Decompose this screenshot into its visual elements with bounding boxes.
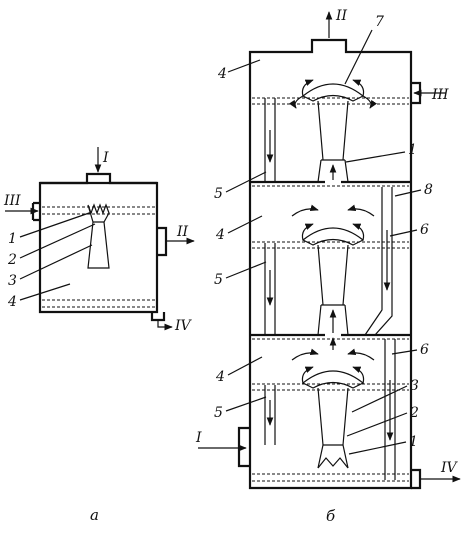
column-stream-right-top: III [431, 87, 449, 103]
contact-stage-bottom [291, 337, 375, 469]
column-label-6-bottom: 6 [420, 342, 429, 358]
column-stream-left-bottom: I [195, 430, 202, 446]
small-label-1: 1 [8, 231, 17, 247]
contact-stage-middle [291, 204, 375, 336]
column-label-6-top: 6 [420, 222, 429, 238]
small-crown-icon [87, 203, 110, 223]
small-apparatus [5, 147, 195, 331]
tray-1 [250, 180, 411, 187]
column-left-labels: 4 5 4 5 4 5 [214, 59, 267, 421]
small-label-4: 4 [7, 294, 17, 310]
column-label-1-bottom: 1 [409, 434, 418, 450]
caption-a: a [90, 506, 99, 524]
small-stream-right: II [176, 224, 189, 240]
small-stream-labels: I III II IV [3, 150, 193, 334]
column-label-8: 8 [424, 182, 433, 198]
small-stream-bottom: IV [174, 318, 193, 334]
small-label-3: 3 [8, 273, 17, 289]
tray-2 [250, 333, 411, 340]
contact-stage-top [289, 79, 377, 183]
small-stream-left: III [3, 193, 21, 209]
column-label-1-top: 1 [408, 142, 417, 158]
column-label-5-middle: 5 [214, 272, 223, 288]
caption-b: б [326, 507, 336, 525]
small-part-labels: 1 2 3 4 [7, 211, 96, 310]
column-label-7: 7 [375, 14, 384, 30]
column-stream-right-bottom: IV [440, 460, 459, 476]
small-stream-top: I [102, 150, 109, 166]
column-label-4-top: 4 [217, 66, 227, 82]
column-label-4-bottom: 4 [215, 369, 225, 385]
column-label-4-middle: 4 [215, 227, 225, 243]
column-label-5-bottom: 5 [214, 405, 223, 421]
small-label-2: 2 [7, 252, 17, 268]
column-right-labels: 7 1 8 6 6 3 2 1 [344, 14, 433, 455]
column-stream-top: II [335, 8, 348, 24]
column-apparatus [198, 11, 461, 490]
column-label-3: 3 [410, 378, 419, 394]
column-label-5-top: 5 [214, 186, 223, 202]
column-stream-labels: II III I IV [195, 8, 459, 476]
column-label-2: 2 [409, 405, 419, 421]
